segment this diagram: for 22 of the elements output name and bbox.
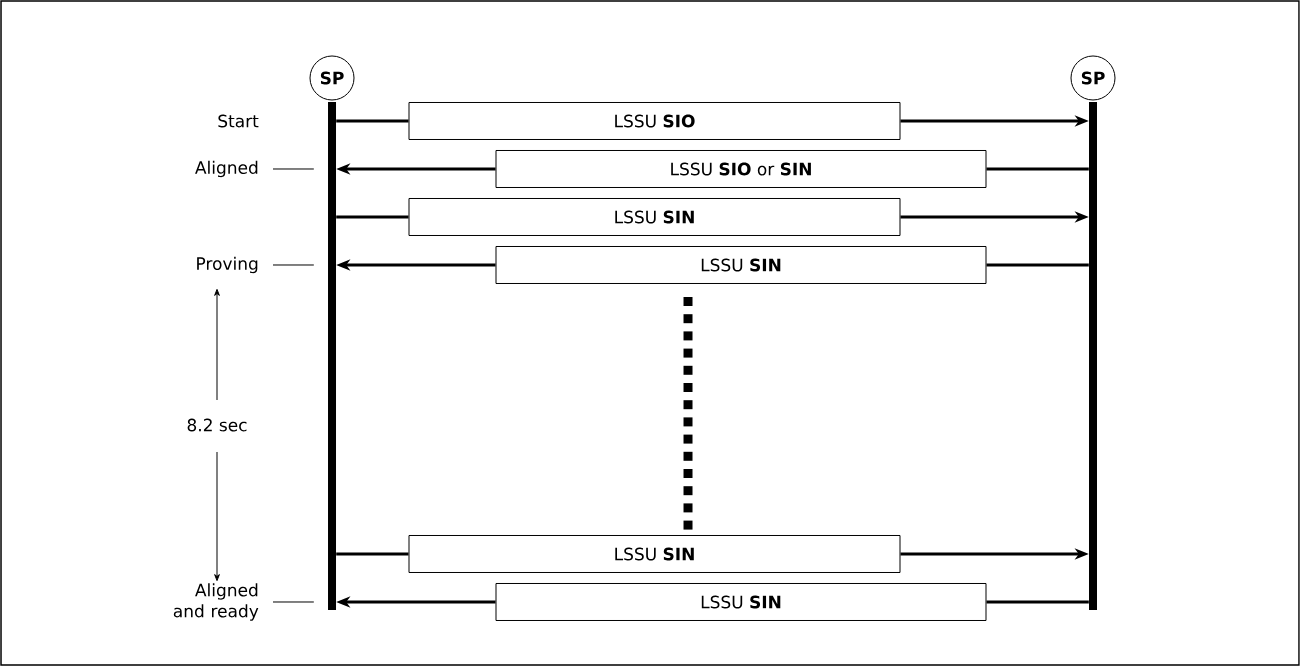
message-box: LSSU SIN: [408, 198, 901, 236]
message-box: LSSU SIN: [408, 535, 901, 573]
duration-label: 8.2 sec: [184, 416, 250, 434]
connector-line: [986, 167, 1089, 171]
state-label: Aligned and ready: [173, 583, 259, 621]
state-label: Proving: [197, 256, 258, 274]
message-box: LSSU SIO or SIN: [495, 150, 987, 188]
connector-line: [986, 600, 1089, 604]
lifeline-bar: [1089, 102, 1097, 610]
message-box: LSSU SIO: [408, 102, 901, 140]
message-box: LSSU SIN: [495, 583, 987, 621]
connector-line: [336, 119, 409, 123]
leader-line: [272, 264, 315, 266]
message-box: LSSU SIN: [495, 246, 987, 284]
lifeline-bar: [328, 102, 336, 610]
connector-line: [986, 263, 1089, 267]
leader-line: [272, 168, 315, 170]
connector-line: [336, 215, 409, 219]
connector-line: [336, 552, 409, 556]
leader-line: [272, 601, 315, 603]
state-label: Start: [218, 114, 259, 128]
state-label: Aligned: [195, 160, 258, 178]
